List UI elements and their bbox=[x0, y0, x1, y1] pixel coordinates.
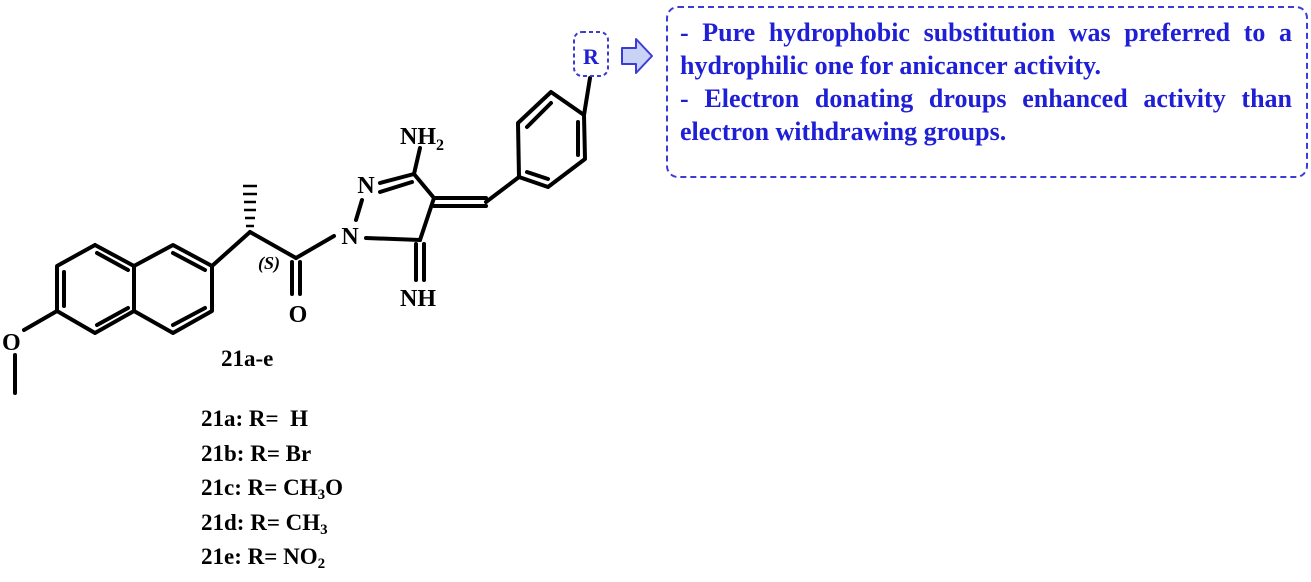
imine-label: NH bbox=[400, 286, 436, 312]
methoxy-group: O bbox=[2, 309, 59, 395]
phenyl-ring bbox=[484, 76, 592, 204]
variant-item: 21e: R= NO2 bbox=[201, 544, 326, 572]
acyl-nitrogen-label: N bbox=[341, 224, 359, 250]
ring-nitrogen-label: N bbox=[357, 173, 375, 199]
carbonyl-oxygen-label: O bbox=[289, 302, 308, 328]
r-group-marker: R bbox=[573, 31, 609, 77]
pyrazole-ring: N N NH2 NH bbox=[341, 124, 488, 312]
r-group-label: R bbox=[583, 44, 600, 69]
sar-note-hydrophobic: - Pure hydrophobic substitution was pref… bbox=[680, 18, 1292, 80]
variant-item: 21d: R= CH3 bbox=[201, 509, 328, 538]
variant-item: 21a: R= H bbox=[201, 406, 309, 431]
amino-label: NH2 bbox=[400, 124, 444, 154]
arrow-icon bbox=[621, 38, 653, 74]
naphthalene-ring bbox=[55, 243, 214, 335]
stereo-descriptor: (S) bbox=[258, 253, 280, 274]
methoxy-oxygen-label: O bbox=[2, 330, 21, 356]
sar-notes-box: - Pure hydrophobic substitution was pref… bbox=[666, 6, 1308, 178]
chiral-center: (S) bbox=[210, 184, 298, 274]
variant-item: 21c: R= CH3O bbox=[201, 475, 343, 503]
compound-series-label: 21a-e bbox=[221, 346, 274, 371]
carbonyl-group: O bbox=[289, 234, 336, 328]
variant-item: 21b: R= Br bbox=[201, 440, 312, 466]
variant-list: 21a: R= H 21b: R= Br 21c: R= CH3O 21d: R… bbox=[201, 402, 343, 575]
sar-note-electron-donating: - Electron donating droups enhanced acti… bbox=[680, 84, 1292, 146]
